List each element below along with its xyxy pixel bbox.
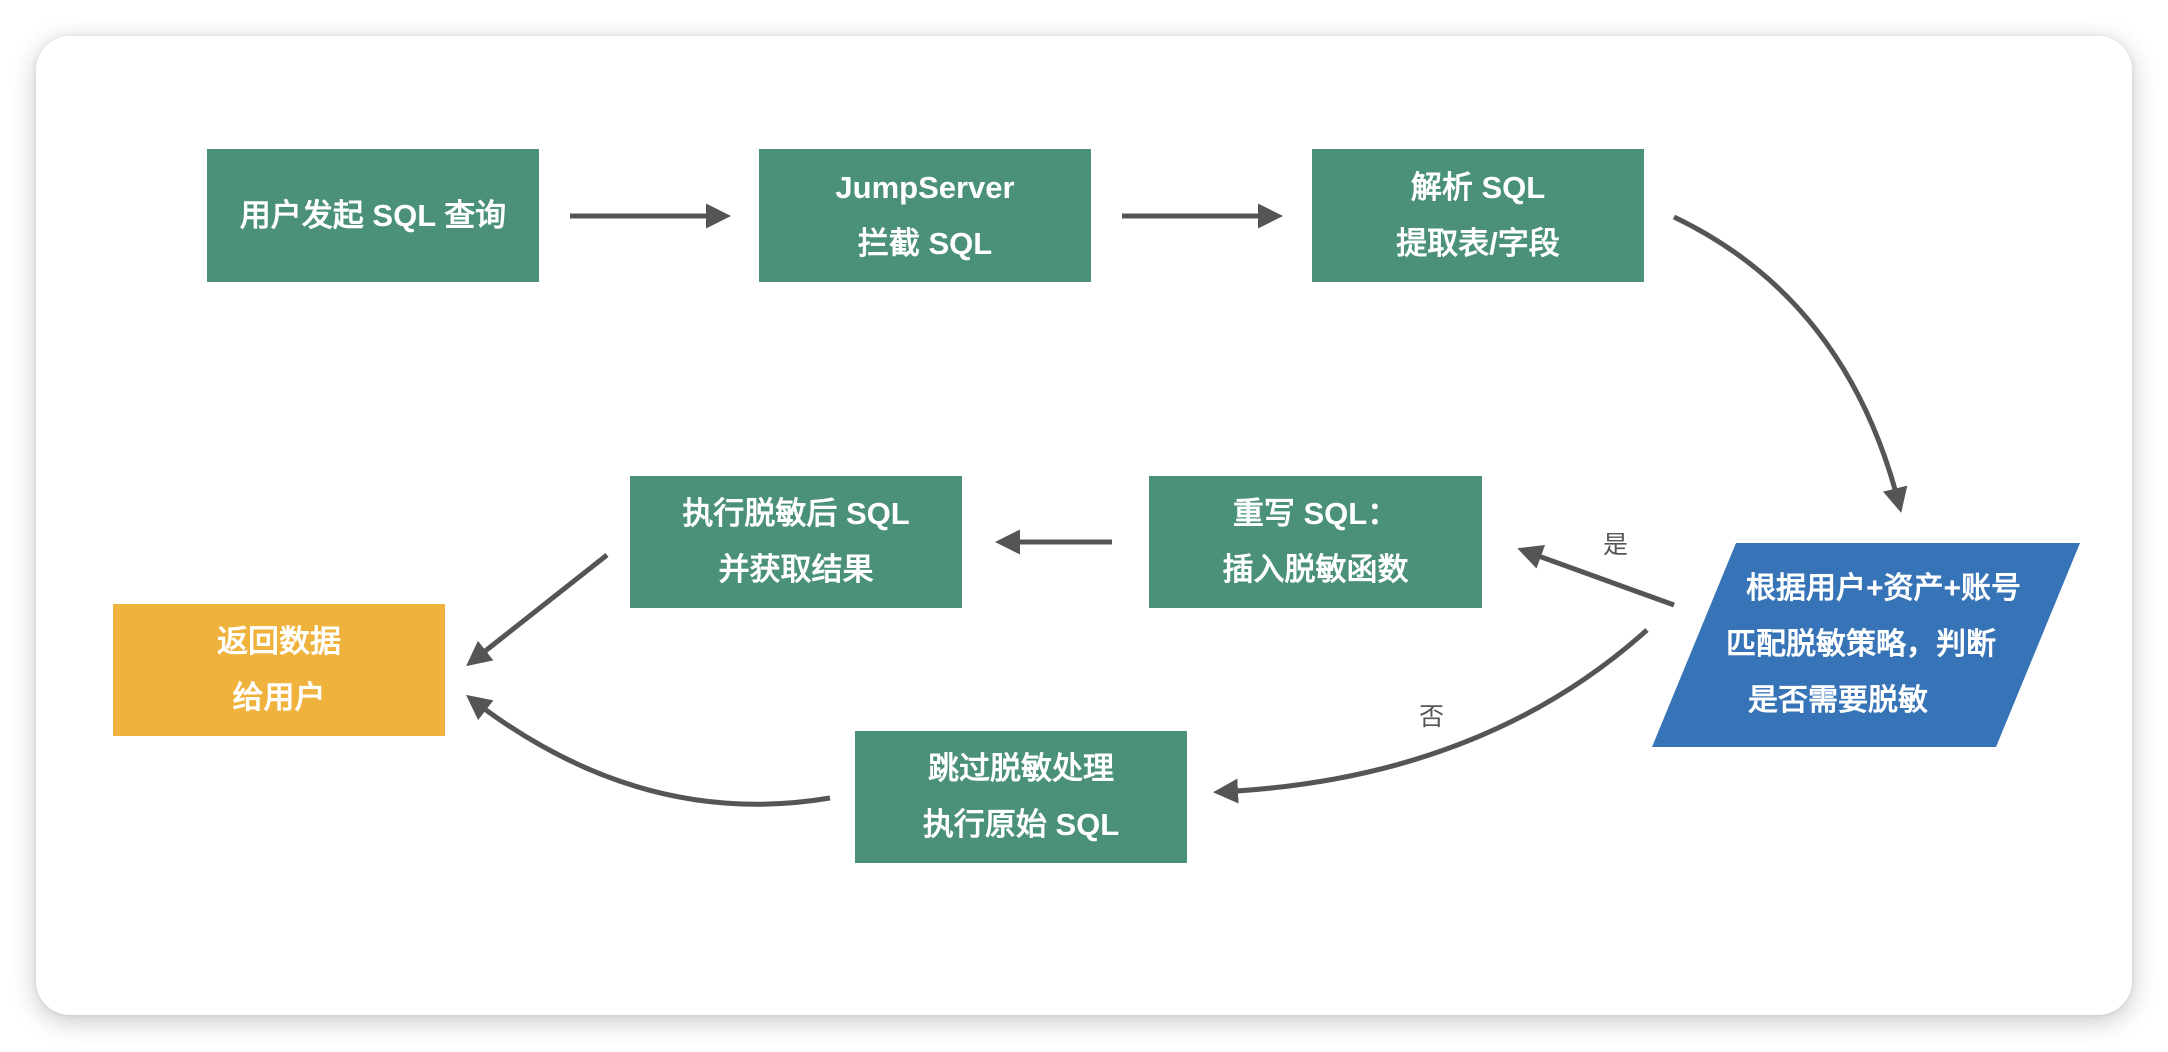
node-execute-masked-line-1: 执行脱敏后 SQL [682, 496, 910, 531]
node-intercept-line-2: 拦截 SQL [857, 225, 993, 261]
node-parse: 解析 SQL 提取表/字段 [1312, 149, 1644, 282]
node-return-line-1: 返回数据 [217, 624, 341, 659]
node-skip-line-1: 跳过脱敏处理 [928, 751, 1114, 786]
node-parse-line-2: 提取表/字段 [1396, 225, 1560, 261]
node-skip-line-2: 执行原始 SQL [922, 807, 1120, 842]
node-parse-line-1: 解析 SQL [1410, 169, 1546, 205]
node-decision-line-3: 是否需要脱敏 [1748, 684, 1928, 717]
node-rewrite: 重写 SQL： 插入脱敏函数 [1149, 476, 1482, 608]
arrow-skip-to-return [466, 694, 831, 807]
decision-shape [1652, 543, 2080, 747]
edge-label-yes: 是 [1603, 530, 1629, 559]
arrow-decision-to-rewrite-yes [1517, 545, 1675, 608]
arrow-parse-to-decision [1672, 214, 1908, 513]
node-user-query: 用户发起 SQL 查询 [207, 149, 539, 282]
node-execute-masked-line-2: 并获取结果 [718, 552, 874, 587]
node-skip: 跳过脱敏处理 执行原始 SQL [855, 731, 1187, 863]
node-decision-line-2: 匹配脱敏策略，判断 [1726, 628, 1996, 661]
node-return: 返回数据 给用户 [113, 604, 445, 736]
node-rewrite-line-1: 重写 SQL： [1232, 496, 1399, 531]
arrow-execute-to-return [466, 553, 609, 667]
arrow-decision-to-skip-no [1213, 628, 1649, 804]
node-decision-line-1: 根据用户+资产+账号 [1746, 572, 2022, 605]
node-execute-masked: 执行脱敏后 SQL 并获取结果 [630, 476, 962, 608]
node-decision: 根据用户+资产+账号 匹配脱敏策略，判断 是否需要脱敏 [1652, 543, 2080, 747]
edge-label-no: 否 [1419, 702, 1445, 731]
node-intercept: JumpServer 拦截 SQL [759, 149, 1091, 282]
node-user-query-line-1: 用户发起 SQL 查询 [239, 197, 507, 233]
node-intercept-line-1: JumpServer [835, 169, 1015, 205]
node-return-line-2: 给用户 [232, 680, 326, 715]
node-rewrite-line-2: 插入脱敏函数 [1222, 552, 1409, 587]
